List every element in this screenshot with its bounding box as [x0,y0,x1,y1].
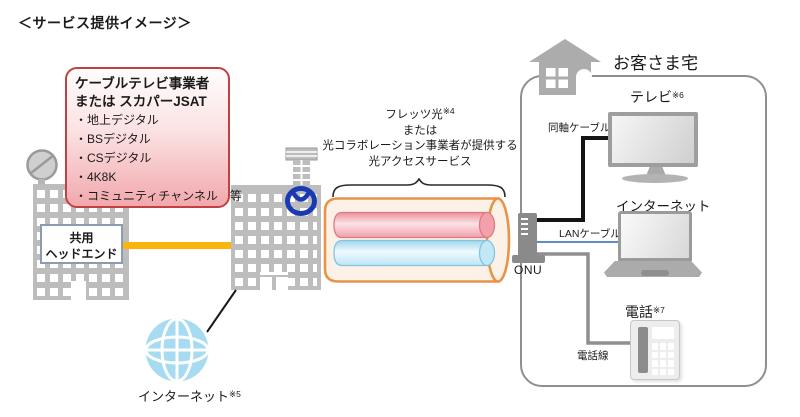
provider-item: ・BSデジタル [75,132,151,146]
antenna-tower-icon [285,147,318,187]
headend-line1: 共用 [69,231,94,245]
onu-base [512,255,545,263]
house-icon [529,39,601,95]
internet-globe-icon [145,318,209,382]
laptop-touchpad [641,270,669,276]
provider-item: ・4K8K [75,170,117,184]
laptop-screen [618,211,692,261]
phone-display [652,327,674,339]
coax-cable-label: 同軸ケーブル [548,122,611,134]
provider-box: ケーブルテレビ事業者 または スカパーJSAT ・地上デジタル ・BSデジタル … [65,67,242,208]
laptop-icon [604,211,702,278]
tv-label: テレビ※6 [630,89,684,105]
customer-home-title: お客さま宅 [613,54,698,73]
laptop-base [604,261,702,277]
provider-item: ・地上デジタル [75,113,159,127]
telecom-building-icon [231,185,321,290]
building-windows [235,189,317,286]
provider-item: ・コミュニティチャンネル 等 [75,189,242,203]
coax-cable-line [537,136,608,222]
door-divider [272,276,276,290]
brace [332,178,506,197]
onu-device-icon [518,213,537,257]
fiber-line-3: 光コラボレーション事業者が提供する [322,140,518,152]
phone-icon [630,320,680,380]
tv-screen [608,112,698,167]
internet-link-line [206,289,237,333]
fiber-line-4: 光アクセスサービス [368,155,472,168]
provider-item: ・CSデジタル [75,151,152,165]
fiber-service-label: フレッツ光※4 または 光コラボレーション事業者が提供する 光アクセスサービス [303,104,537,170]
headend-line2: ヘッドエンド [45,247,118,261]
tv-icon [608,112,698,183]
lan-cable-line [537,241,618,243]
phone-line-label: 電話線 [577,350,609,362]
page-title: ＜サービス提供イメージ＞ [18,15,192,31]
phone-line [537,252,630,345]
internet-label: インターネット [616,199,711,214]
fiber-line-2: または [402,124,438,137]
provider-heading-2: または スカパーJSAT [75,94,207,109]
trunk-cable [123,242,234,249]
phone-handset [638,327,648,373]
ntt-logo-icon [285,186,317,216]
headend-box: 共用 ヘッドエンド [40,224,123,264]
building-door [71,281,86,300]
onu-label: ONU [514,263,543,277]
tv-stand [646,167,666,176]
phone-label: 電話※7 [625,304,665,320]
tv-base [622,174,688,183]
provider-heading-1: ケーブルテレビ事業者 [75,76,210,91]
fiber-cable-icon [323,197,511,283]
building-door [260,272,288,290]
lan-cable-label: LANケーブル [559,228,621,240]
fiber-line-1: フレッツ光※4 [385,106,455,121]
phone-keypad [652,343,674,375]
internet-cloud-label: インターネット※5 [138,389,241,404]
